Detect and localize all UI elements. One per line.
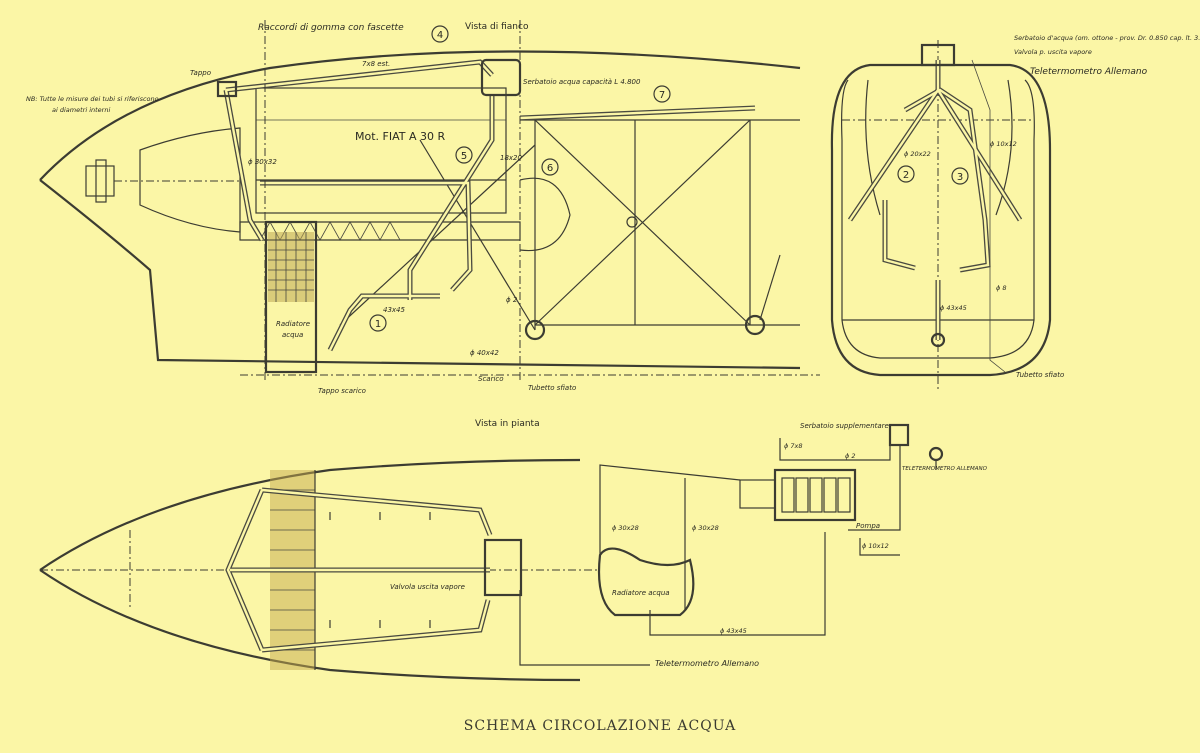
svg-text:2: 2 [903,170,909,181]
front-telethermometer: Teletermometro Allemano [1030,67,1148,77]
plan-tank-icon [483,538,523,597]
note-line-1: NB: Tutte le misure dei tubi si riferisc… [26,95,159,103]
front-view-drawing: 2 3 [830,40,1052,390]
schematic-dim-6: ϕ 43x45 [720,627,747,635]
front-tank-icon [920,43,956,67]
drain-cap-label: Tappo scarico [318,387,366,395]
schematic-dim-2: ϕ 2 [845,452,856,460]
marker-7: 7 [653,85,671,103]
marker-5: 5 [455,146,473,164]
marker-3: 3 [951,167,969,185]
front-dim-a: ϕ 20x22 [904,150,931,158]
propeller-hub-icon [85,159,240,203]
strut-node-icon [744,314,766,336]
front-breather: Tubetto sfiato [1016,371,1064,379]
front-dim-d: ϕ 43x45 [940,304,967,312]
marker-6: 6 [541,158,559,176]
radiator-schematic-icon [597,547,695,617]
schematic-dim-5: ϕ 30x28 [692,524,719,532]
radiator-label-1: Radiatore [276,320,310,328]
svg-text:3: 3 [957,172,963,183]
strut-node-icon [524,319,546,341]
svg-text:4: 4 [437,30,443,41]
plan-view-heading: Vista in pianta [475,419,540,429]
front-dim-c: ϕ 8 [996,284,1007,292]
note-line-2: ai diametri interni [52,106,110,114]
schematic-dim-3: ϕ 10x12 [862,542,889,550]
strut-node-icon [626,216,638,228]
front-dim-b: ϕ 10x12 [990,140,1017,148]
filler-cap-icon [216,80,238,98]
cap-label: Tappo [190,69,211,77]
plan-telethermometer: Teletermometro Allemano [655,659,759,668]
svg-text:7: 7 [659,90,665,101]
dim-top: 7x8 est. [362,60,390,68]
aux-tank-icon [888,423,910,447]
plan-valve-label: Valvola uscita vapore [390,583,465,591]
schematic-telethermometer: TELETERMOMETRO ALLEMANO [902,466,988,472]
tank-label: Serbatoio acqua capacità L 4.800 [523,78,641,86]
schematic-dim-1: ϕ 7x8 [784,442,802,450]
dim-low: 43x45 [383,306,406,314]
marker-4: 4 [431,25,449,43]
marker-2: 2 [897,165,915,183]
radiator-side-icon [264,220,318,374]
aux-tank-label: Serbatoio supplementare [800,422,889,430]
drain-label: Scarico [478,375,504,383]
engine-schematic-icon [739,468,857,522]
dim-small: ϕ 2 [506,296,518,304]
side-coolant-pipes [223,59,756,352]
dim-left: ϕ 30x32 [248,158,277,166]
hose-note: Raccordi di gomma con fascette [258,23,404,33]
schematic-dim-4: ϕ 30x28 [612,524,639,532]
plan-view-drawing [39,458,650,682]
breather-label: Tubetto sfiato [528,384,576,392]
dim-mid: 18x20 [500,154,523,162]
dim-bottom: ϕ 40x42 [470,349,499,357]
engine-label: Mot. FIAT A 30 R [355,130,446,143]
marker-1: 1 [369,314,387,332]
svg-text:5: 5 [461,151,467,162]
drain-outlet-icon [930,332,946,348]
circulation-schematic [597,423,944,636]
svg-text:6: 6 [547,163,553,174]
page-title: SCHEMA CIRCOLAZIONE ACQUA [464,718,736,734]
side-view-heading: Vista di fianco [465,22,529,32]
front-tank-note: Serbatoio d'acqua (om. ottone - prov. Dr… [1014,34,1200,42]
side-view-drawing: 4 7 5 6 1 [39,20,820,380]
pump-label: Pompa [856,522,880,530]
valve-note: Valvola p. uscita vapore [1014,48,1092,56]
schematic-radiator-label: Radiatore acqua [612,589,670,597]
radiator-label-2: acqua [282,331,303,339]
header-tank-icon [480,58,522,97]
svg-text:1: 1 [375,319,381,330]
telethermometer-gauge-icon [928,446,944,462]
